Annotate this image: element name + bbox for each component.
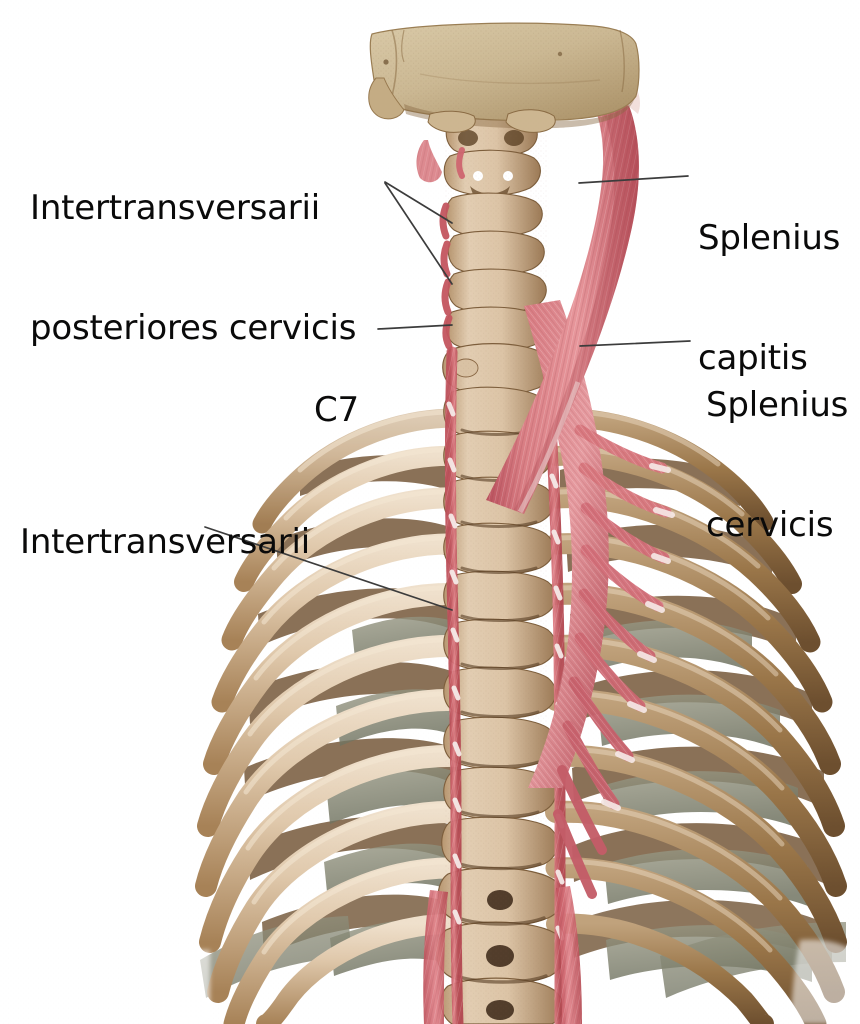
label-intertransversarii: Intertransversarii (20, 442, 310, 642)
label-line-2: cervicis (706, 505, 834, 545)
label-line-1: Intertransversarii (20, 522, 311, 562)
label-line-2: capitis (698, 338, 808, 378)
label-line-1: Intertransversarii (30, 188, 321, 228)
label-intertransversarii-posteriores-cervicis: Intertransversarii posteriores cervicis (30, 108, 356, 428)
label-line-1: Splenius (706, 385, 849, 425)
label-line-2: posteriores cervicis (30, 308, 357, 348)
label-c7: C7 (314, 310, 399, 510)
label-line-1: C7 (314, 390, 359, 430)
label-splenius-cervicis: Splenius cervicis (706, 305, 848, 625)
label-line-1: Splenius (698, 218, 841, 258)
label-splenius-capitis: Splenius capitis (698, 138, 840, 458)
